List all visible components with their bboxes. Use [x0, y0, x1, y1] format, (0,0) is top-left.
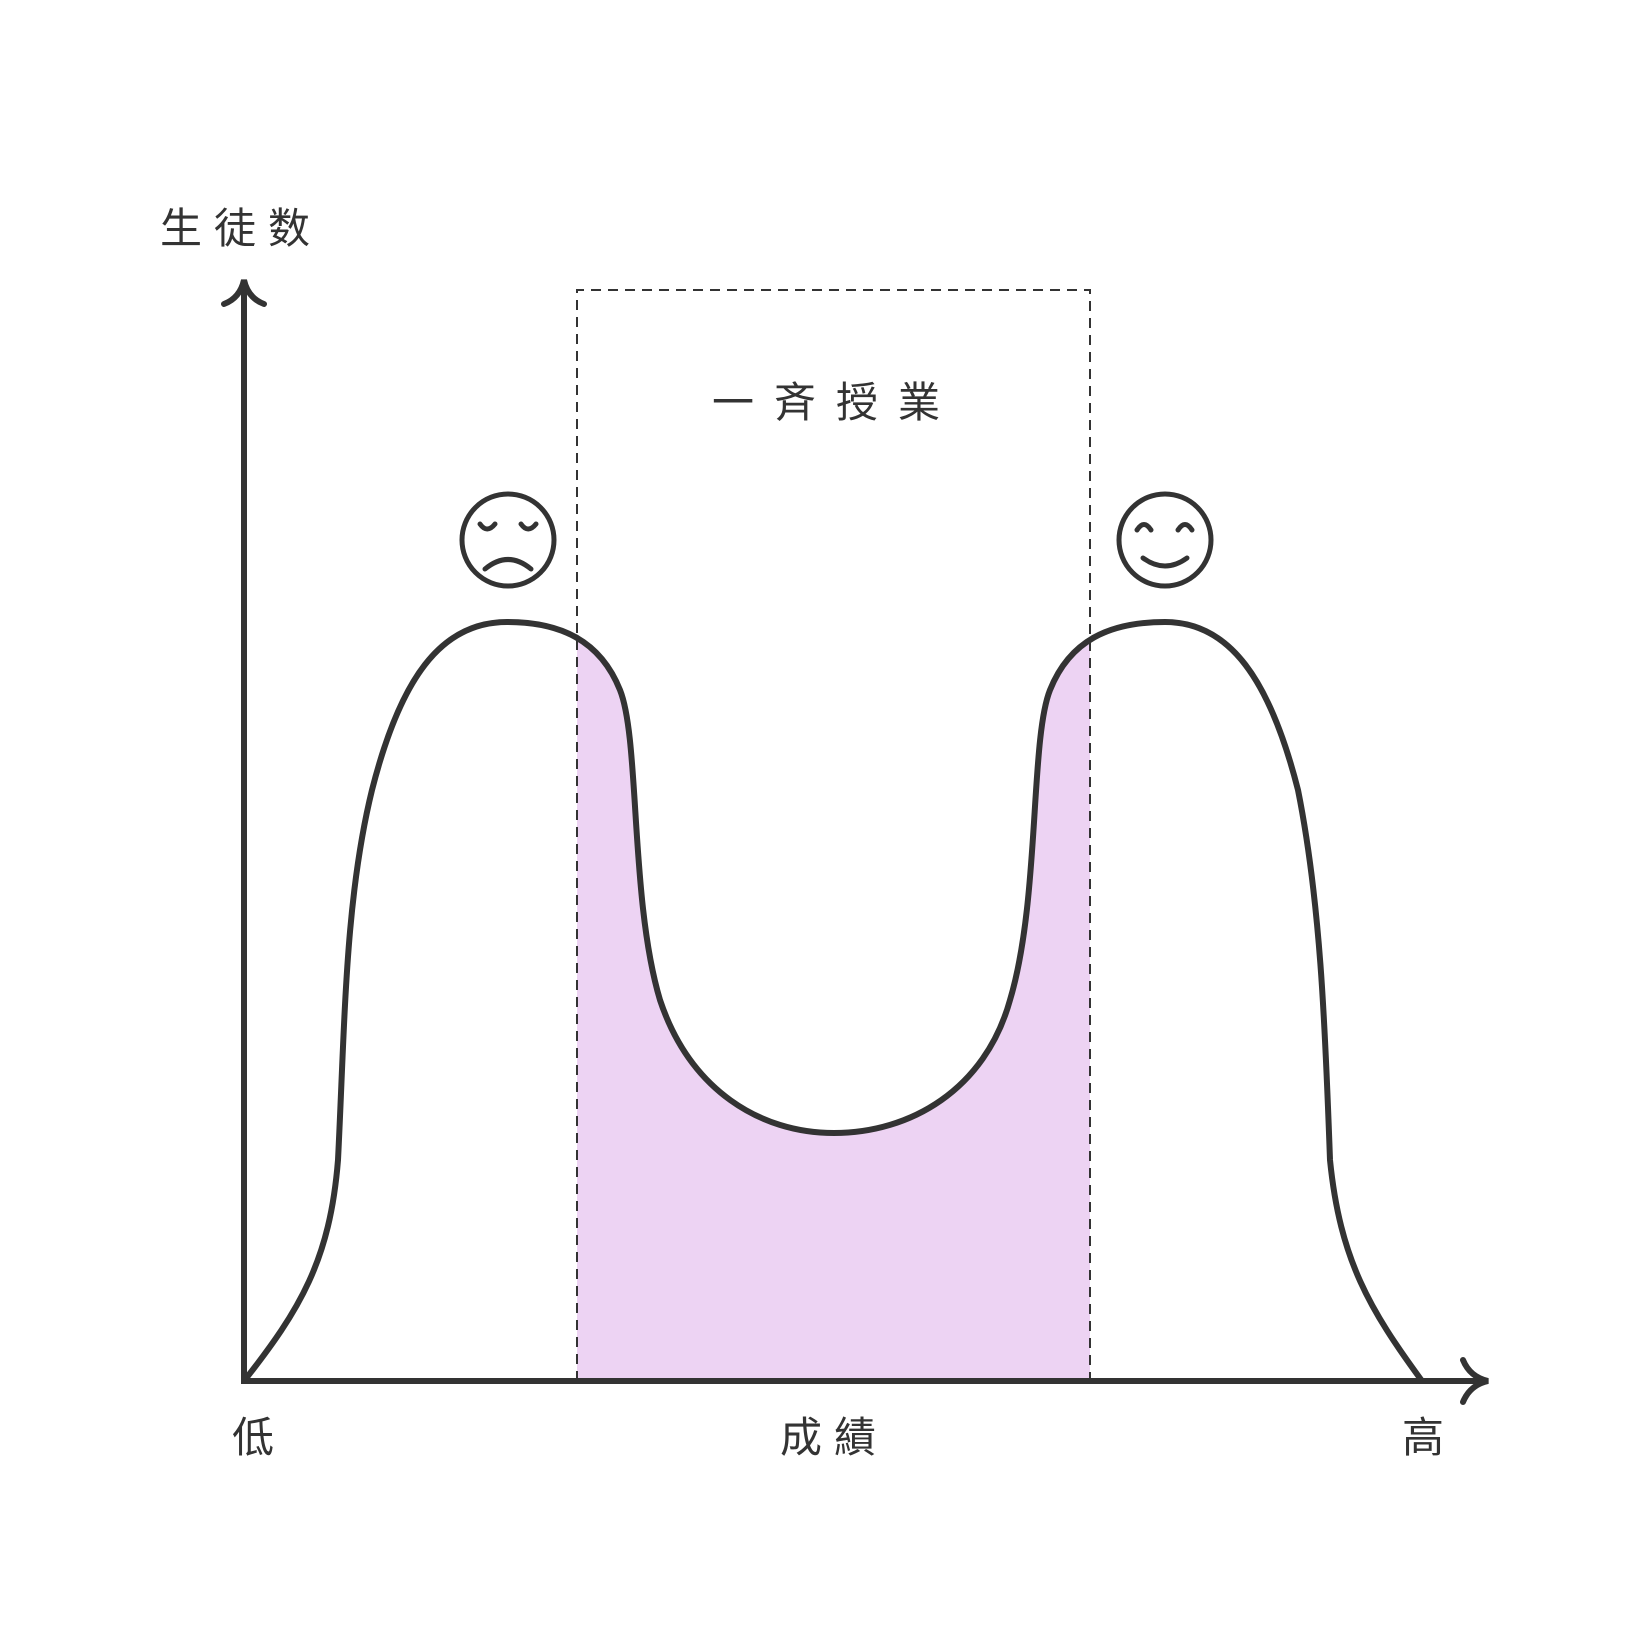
distribution-curve: [241, 619, 1425, 1383]
highlight-fill: [577, 638, 1090, 1381]
y-axis-label: 生徒数: [160, 204, 323, 253]
x-axis-label: 成績: [780, 1413, 889, 1462]
highlight-region-label: 一斉授業: [712, 378, 961, 427]
x-axis-arrow-icon: [1460, 1357, 1489, 1405]
dashed-box: [576, 289, 1091, 1381]
happy-face-icon: [1116, 491, 1214, 589]
y-axis-arrow-icon: [221, 279, 267, 307]
sad-face-icon: [459, 491, 557, 589]
x-axis-low-label: 低: [232, 1413, 287, 1462]
x-axis-high-label: 高: [1402, 1413, 1457, 1462]
